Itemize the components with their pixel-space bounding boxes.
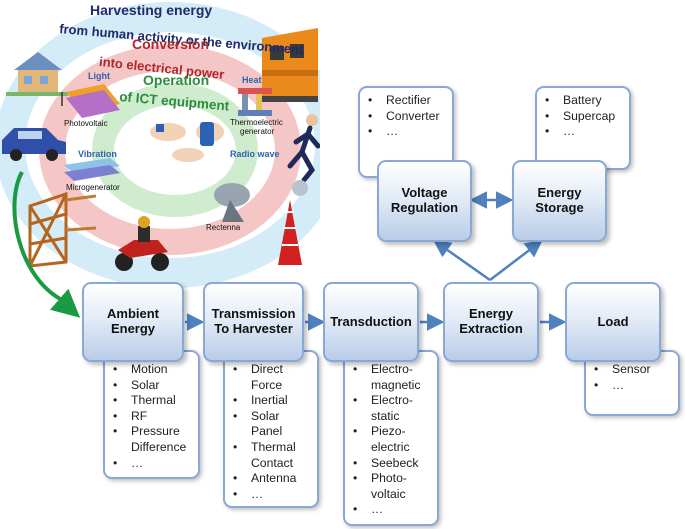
load-item: … xyxy=(594,378,672,394)
ambient-item: Motion xyxy=(113,362,192,378)
voltage-item: Rectifier xyxy=(368,93,446,109)
storage-title-line1: Energy xyxy=(537,185,582,201)
storage-title-line2: Storage xyxy=(535,200,584,215)
transmission-item: Solar Panel xyxy=(233,409,311,440)
storage-item: … xyxy=(545,124,623,140)
train-icon xyxy=(262,28,318,102)
transduction-item: Photo-voltaic xyxy=(353,471,431,502)
harvesting-illustration xyxy=(0,2,320,300)
extraction-title-line1: Energy xyxy=(468,306,514,322)
ring-inner-line1: Operation xyxy=(143,72,210,88)
photovoltaic-icon xyxy=(61,84,120,118)
source-vibration-label: Vibration xyxy=(78,149,117,159)
ict-devices-icon xyxy=(150,122,224,162)
voltage-item: Converter xyxy=(368,109,446,125)
load-item: Sensor xyxy=(594,362,672,378)
transmission-title-line2: To Harvester xyxy=(214,321,293,336)
storage-item: Battery xyxy=(545,93,623,109)
thermoelectric-label-line2: generator xyxy=(240,127,275,136)
house-icon xyxy=(6,52,68,96)
satellite-dish-icon xyxy=(214,183,250,222)
ring-middle-line1: Conversion xyxy=(132,36,210,52)
arrow-voltage-extraction xyxy=(433,239,491,282)
transmission-item: Inertial xyxy=(233,393,311,409)
load-box: Load xyxy=(565,282,661,362)
ambient-item: Solar xyxy=(113,378,192,394)
transmission-item: Thermal Contact xyxy=(233,440,311,471)
thermoelectric-label-line1: Thermoelectric xyxy=(230,118,283,127)
ambient-energy-box: Ambient Energy xyxy=(82,282,184,362)
voltage-title-line1: Voltage xyxy=(401,185,448,201)
photovoltaic-label: Photovoltaic xyxy=(64,119,108,128)
bridge-icon xyxy=(28,191,97,268)
ambient-title-line1: Ambient xyxy=(107,306,159,322)
transduction-items-box: Electro-magnetic Electro-static Piezo-el… xyxy=(343,350,439,526)
voltage-title-line2: Regulation xyxy=(390,200,459,215)
ambient-item: Thermal xyxy=(113,393,192,409)
energy-extraction-box: Energy Extraction xyxy=(443,282,539,362)
transmission-item: Antenna xyxy=(233,471,311,487)
source-light-label: Light xyxy=(88,71,110,81)
arrow-storage-extraction xyxy=(489,239,543,281)
voltage-regulation-box: Voltage Regulation xyxy=(377,160,472,242)
extraction-title-line2: Extraction xyxy=(459,321,523,336)
transmission-items-box: Direct Force Inertial Solar Panel Therma… xyxy=(223,350,319,508)
thermoelectric-icon xyxy=(238,88,272,116)
runner-icon xyxy=(287,114,320,183)
microgenerator-icon xyxy=(64,158,120,181)
curved-arrow-head xyxy=(49,288,81,318)
storage-item: Supercap xyxy=(545,109,623,125)
transmission-title-line1: Transmission xyxy=(211,306,296,322)
source-heat-label: Heat xyxy=(242,75,262,85)
source-radio-wave-label: Radio wave xyxy=(230,149,280,159)
load-title: Load xyxy=(597,313,629,329)
transmission-item: Direct Force xyxy=(233,362,311,393)
ambient-item: RF xyxy=(113,409,192,425)
ambient-title-line2: Energy xyxy=(110,321,156,336)
transduction-item: … xyxy=(353,502,431,518)
ring-outer-line1: Harvesting energy xyxy=(90,2,213,18)
radio-tower-icon xyxy=(278,180,308,265)
transmission-box: Transmission To Harvester xyxy=(203,282,304,362)
transduction-item: Electro-magnetic xyxy=(353,362,431,393)
ambient-items-box: Motion Solar Thermal RF Pressure Differe… xyxy=(103,350,200,479)
ambient-item: Pressure Difference xyxy=(113,424,192,455)
energy-storage-box: Energy Storage xyxy=(512,160,607,242)
car-icon xyxy=(2,128,66,161)
inner-ring xyxy=(92,83,258,217)
transduction-item: Electro-static xyxy=(353,393,431,424)
voltage-item: … xyxy=(368,124,446,140)
motorbike-icon xyxy=(115,216,169,271)
ambient-item: … xyxy=(113,456,192,472)
transduction-item: Seebeck xyxy=(353,456,431,472)
transmission-item: … xyxy=(233,487,311,503)
microgenerator-label: Microgenerator xyxy=(66,183,120,192)
rectenna-label: Rectenna xyxy=(206,223,241,232)
transduction-item: Piezo-electric xyxy=(353,424,431,455)
storage-items-box: Battery Supercap … xyxy=(535,86,631,170)
transduction-title: Transduction xyxy=(330,313,412,329)
transduction-box: Transduction xyxy=(323,282,419,362)
